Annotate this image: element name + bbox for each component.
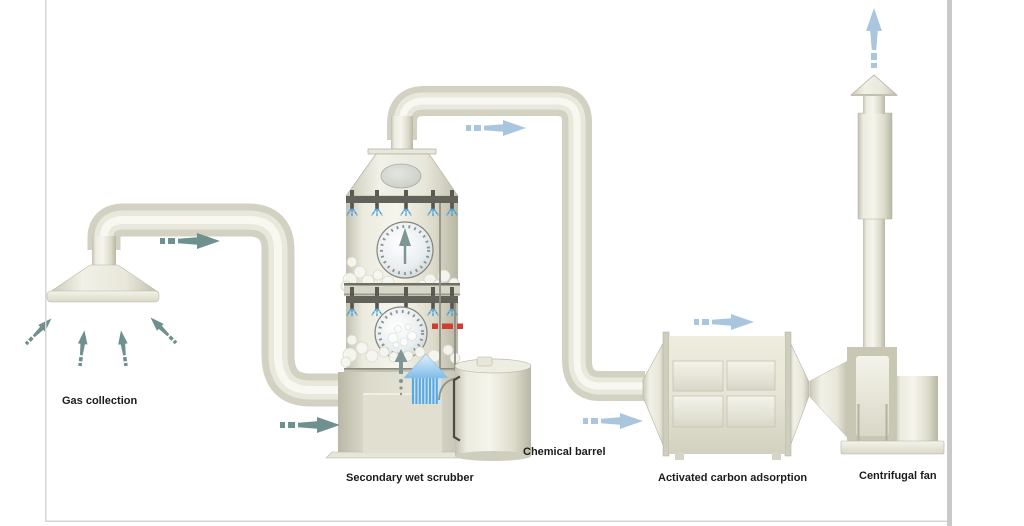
- chemical-barrel: [452, 356, 532, 461]
- chemical-feed-pipes: [432, 203, 463, 371]
- fan-inlet-funnel: [809, 360, 849, 439]
- label-secondary-wet-scrubber: Secondary wet scrubber: [346, 472, 474, 484]
- adsorber-panels: [672, 360, 776, 428]
- adsorber-body: [669, 336, 785, 454]
- fan-base-plate: [840, 440, 945, 455]
- scrubber-flange: [367, 148, 437, 155]
- exhaust-stack: [850, 74, 898, 354]
- activated-carbon-adsorber: [642, 331, 810, 460]
- bolt-row: [350, 190, 454, 196]
- needle-icon: [399, 228, 411, 246]
- suction-arrow-icon: [116, 329, 131, 367]
- clean-gas-flow-arrow-icon: [694, 314, 754, 330]
- centrifugal-fan: [809, 347, 945, 455]
- label-gas-collection: Gas collection: [62, 395, 137, 407]
- suction-arrow-icon: [22, 315, 55, 348]
- water-spray-arrow: [403, 353, 449, 404]
- suction-arrow-icon: [75, 329, 90, 367]
- spray-nozzle-row-1: [346, 203, 458, 218]
- adsorber-inlet-cone: [642, 337, 667, 453]
- spray-jets-1: [346, 208, 458, 218]
- barrel-cap: [476, 356, 493, 367]
- secondary-wet-scrubber: [325, 116, 495, 459]
- stage-divider: [344, 283, 460, 296]
- page-bottom-border: [45, 520, 949, 522]
- hood-cone: [49, 264, 159, 293]
- fan-motor-box: [894, 376, 938, 442]
- gas-collection-hood: [46, 236, 160, 303]
- adsorber-foot: [772, 452, 781, 460]
- inlet-duct-pipe: [87, 203, 338, 407]
- spray-header-bar-1: [346, 196, 458, 203]
- barrel-handle: [452, 375, 461, 442]
- fan-housing-panel: [856, 356, 889, 436]
- exhaust-up-arrow-icon: [866, 8, 882, 68]
- dirty-gas-flow-arrow-icon: [280, 417, 340, 433]
- label-chemical-barrel: Chemical barrel: [523, 446, 606, 458]
- sight-glass-2: [374, 306, 428, 360]
- scrubber-neck: [391, 116, 413, 154]
- scrubber-top-vent-oval: [380, 163, 422, 189]
- suction-arrow-icon: [147, 314, 180, 347]
- stack-cap-cone: [850, 74, 898, 96]
- page-left-border: [45, 0, 47, 522]
- adsorber-foot: [675, 452, 684, 460]
- spray-header-bar-2: [346, 296, 458, 303]
- valve-icons: [432, 323, 463, 329]
- hood-rim: [46, 290, 160, 303]
- sight-glass-1: [376, 221, 434, 279]
- scrubber-outlet-duct-pipe: [387, 86, 645, 401]
- hood-neck: [92, 236, 116, 268]
- label-activated-carbon-adsorption: Activated carbon adsorption: [658, 472, 807, 484]
- clean-gas-flow-arrow-icon: [583, 413, 643, 429]
- clean-gas-flow-arrow-icon: [466, 120, 526, 136]
- label-centrifugal-fan: Centrifugal fan: [859, 470, 937, 482]
- page-right-bar: [947, 0, 952, 526]
- drain-arrow: [394, 349, 408, 396]
